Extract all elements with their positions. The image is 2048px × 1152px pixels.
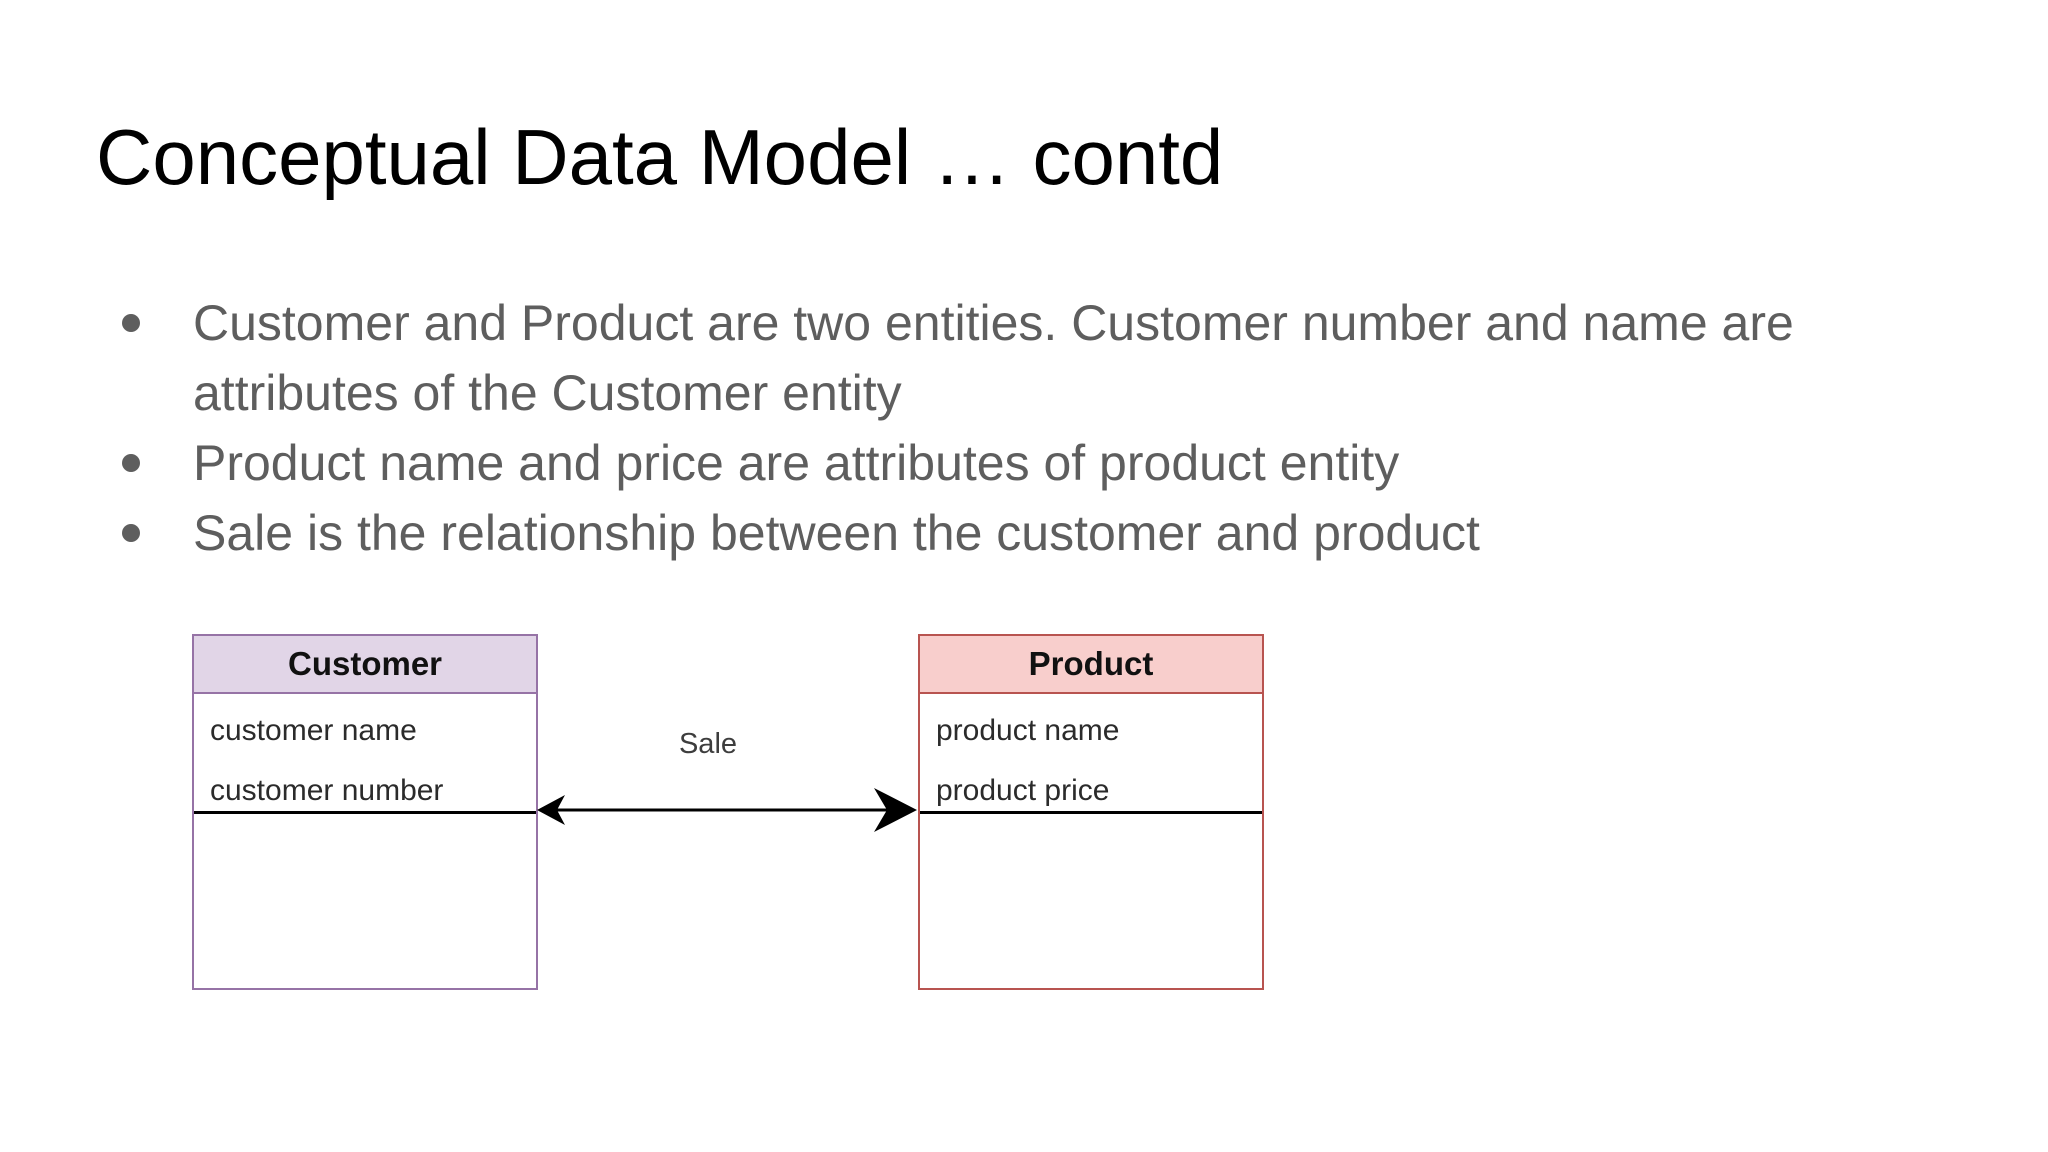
entity-attribute: product name: [936, 714, 1120, 747]
bullet-icon: [122, 454, 140, 472]
entity-header-product: Product: [920, 636, 1262, 694]
entity-attribute: product price: [936, 774, 1110, 807]
bullet-text: Customer and Product are two entities. C…: [193, 295, 1794, 421]
relationship-label: Sale: [678, 728, 738, 760]
entity-divider-line: [920, 811, 1262, 814]
entity-box-product: Product product name product price: [918, 634, 1264, 990]
bullet-icon: [122, 524, 140, 542]
list-item: Customer and Product are two entities. C…: [118, 288, 1898, 428]
entity-box-customer: Customer customer name customer number: [192, 634, 538, 990]
list-item: Product name and price are attributes of…: [118, 428, 1898, 498]
list-item: Sale is the relationship between the cus…: [118, 498, 1898, 568]
arrowhead-right: [874, 788, 917, 832]
bullet-text: Product name and price are attributes of…: [193, 435, 1400, 491]
bullet-text: Sale is the relationship between the cus…: [193, 505, 1480, 561]
relationship-arrow: [537, 788, 917, 832]
entity-header-customer: Customer: [194, 636, 536, 694]
entity-attribute: customer name: [210, 714, 417, 747]
entity-divider-line: [194, 811, 536, 814]
entity-attribute: customer number: [210, 774, 444, 807]
bullet-icon: [122, 314, 140, 332]
bullet-list: Customer and Product are two entities. C…: [118, 288, 1898, 568]
arrowhead-left: [537, 795, 565, 825]
slide-title: Conceptual Data Model … contd: [96, 113, 1224, 201]
